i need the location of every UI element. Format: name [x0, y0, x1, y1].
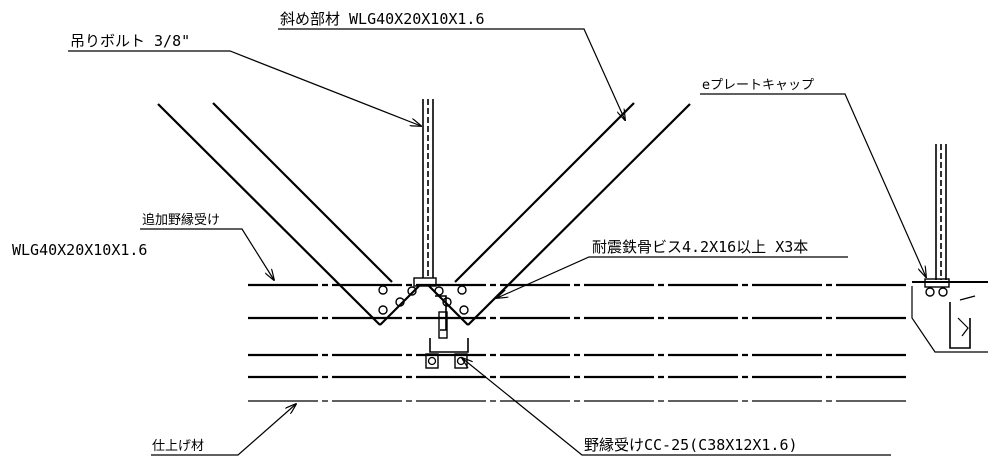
label-runner-receiver: 野縁受けCC-25(C38X12X1.6) [584, 436, 798, 454]
right-hanging-bolt [935, 144, 947, 280]
right-diagonal-brace [427, 102, 691, 326]
leader-additional-runner-receiver [140, 228, 274, 280]
e-plate-cap-assembly [911, 278, 988, 353]
label-e-plate-cap: eプレートキャップ [702, 78, 814, 93]
labels: 斜め部材 WLG40X20X10X1.6 吊りボルト 3/8" eプレートキャッ… [12, 10, 814, 454]
label-additional-runner-receiver-spec: WLG40X20X10X1.6 [12, 241, 147, 259]
label-finishing-material: 仕上げ材 [152, 439, 204, 454]
leader-e-plate-cap [700, 93, 926, 277]
left-diagonal-brace [157, 102, 421, 326]
label-hanging-bolt: 吊りボルト 3/8" [70, 32, 190, 50]
label-diagonal-member: 斜め部材 WLG40X20X10X1.6 [280, 10, 485, 28]
leader-hanging-bolt [68, 50, 421, 126]
label-seismic-screw: 耐震鉄骨ビス4.2X16以上 X3本 [592, 238, 808, 256]
leader-runner-receiver [462, 358, 891, 456]
center-hanging-bolt [422, 99, 434, 278]
ceiling-members [248, 283, 908, 402]
label-additional-runner-receiver: 追加野縁受け [142, 212, 220, 228]
leader-lines [68, 28, 926, 456]
leader-finishing-material [151, 404, 296, 456]
leader-diagonal-member [278, 28, 625, 120]
leader-seismic-screw [497, 256, 848, 298]
